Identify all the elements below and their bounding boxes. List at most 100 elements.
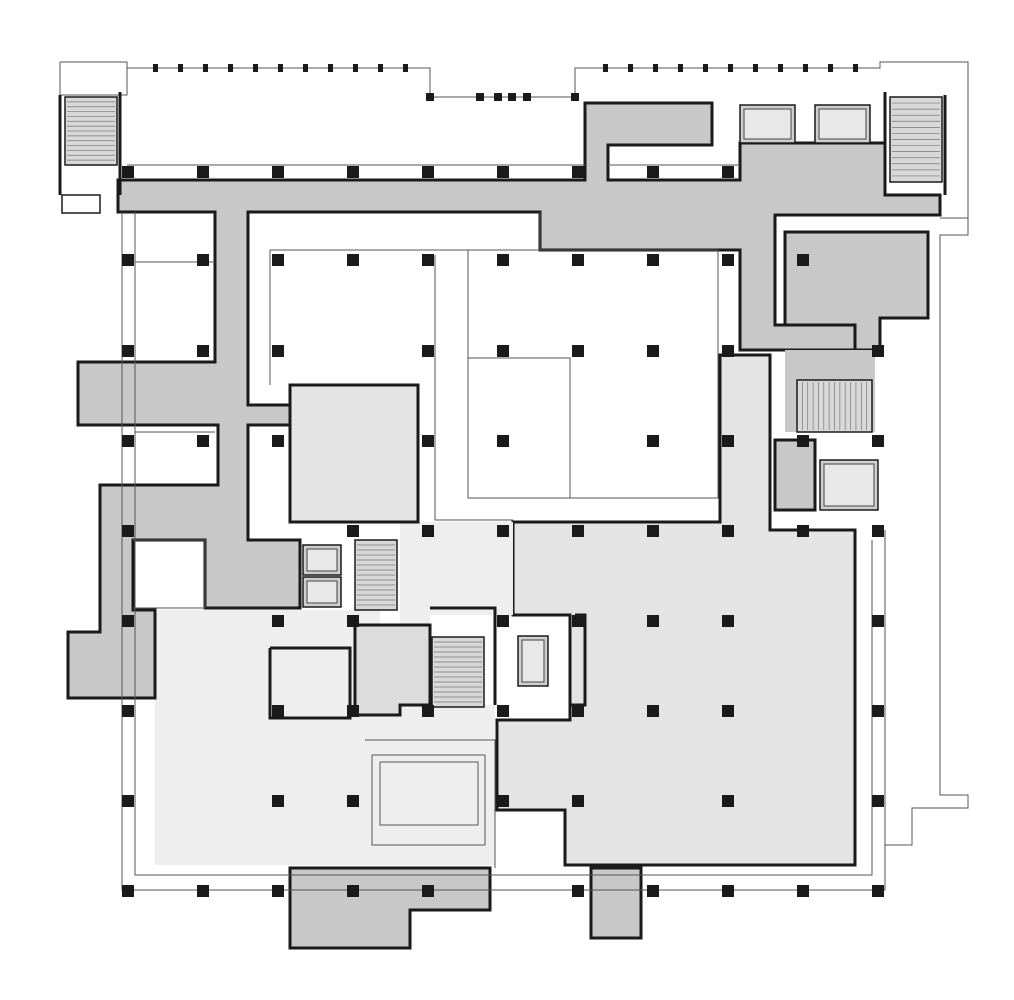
- column: [197, 254, 209, 266]
- column: [571, 93, 579, 101]
- void-opening: [379, 761, 479, 826]
- column: [422, 525, 434, 537]
- column: [197, 345, 209, 357]
- facade-mullion: [378, 64, 383, 72]
- column: [722, 254, 734, 266]
- atrium-outline: [467, 249, 719, 499]
- column: [647, 885, 659, 897]
- column: [122, 615, 134, 627]
- column: [497, 615, 509, 627]
- column: [272, 345, 284, 357]
- column: [426, 93, 434, 101]
- room-south-core: [268, 646, 352, 720]
- column: [572, 254, 584, 266]
- elevator-lobby-east: [773, 438, 817, 512]
- column: [797, 435, 809, 447]
- column: [872, 795, 884, 807]
- column: [797, 525, 809, 537]
- column: [272, 885, 284, 897]
- column: [497, 254, 509, 266]
- void-surround: [365, 739, 496, 868]
- east-facade-line: [885, 217, 969, 846]
- perimeter-gallery: [121, 212, 886, 891]
- column: [797, 254, 809, 266]
- column: [272, 795, 284, 807]
- column: [872, 615, 884, 627]
- elevator-ne-2-car: [818, 108, 867, 140]
- column: [872, 885, 884, 897]
- column: [647, 615, 659, 627]
- core-wall: [430, 606, 497, 705]
- elevator-ne-1-car: [743, 108, 792, 140]
- column: [422, 435, 434, 447]
- column: [523, 93, 531, 101]
- column: [872, 525, 884, 537]
- column: [422, 254, 434, 266]
- column: [197, 166, 209, 178]
- facade-mullion: [728, 64, 733, 72]
- column: [422, 885, 434, 897]
- west-room-box: [133, 539, 206, 609]
- column: [722, 615, 734, 627]
- thin-outline-lines: [59, 61, 969, 891]
- column: [508, 93, 516, 101]
- column: [722, 525, 734, 537]
- facade-mullion: [828, 64, 833, 72]
- inner-room-north: [270, 212, 541, 251]
- service-shaft-nw: [61, 194, 101, 214]
- column: [722, 166, 734, 178]
- facade-mullion: [703, 64, 708, 72]
- floor-areas: [66, 101, 942, 950]
- column: [497, 525, 509, 537]
- core-corridor: [353, 623, 432, 717]
- column: [422, 345, 434, 357]
- column: [122, 254, 134, 266]
- stair-and-elevator-cores: [61, 96, 943, 708]
- column: [422, 166, 434, 178]
- column: [497, 795, 509, 807]
- facade-mullion: [178, 64, 183, 72]
- facade-mullion: [153, 64, 158, 72]
- column: [272, 705, 284, 717]
- facade-mullion: [353, 64, 358, 72]
- facade-mullion: [778, 64, 783, 72]
- column: [122, 795, 134, 807]
- column: [572, 885, 584, 897]
- column: [497, 345, 509, 357]
- facade-mullion: [403, 64, 408, 72]
- column: [272, 435, 284, 447]
- column: [722, 435, 734, 447]
- column: [722, 705, 734, 717]
- atrium-gallery: [434, 255, 513, 521]
- facade-mullion: [278, 64, 283, 72]
- facade-mullion: [253, 64, 258, 72]
- column: [647, 254, 659, 266]
- column: [497, 435, 509, 447]
- column: [347, 254, 359, 266]
- column: [572, 345, 584, 357]
- column: [122, 166, 134, 178]
- room-west-center: [288, 383, 420, 524]
- column: [647, 345, 659, 357]
- column: [272, 615, 284, 627]
- void-frame: [371, 754, 486, 846]
- facade-mullion: [753, 64, 758, 72]
- column: [722, 885, 734, 897]
- column: [572, 166, 584, 178]
- elevator-core-1-car: [306, 548, 338, 572]
- column: [197, 885, 209, 897]
- column: [572, 525, 584, 537]
- column: [494, 93, 502, 101]
- column: [647, 705, 659, 717]
- column: [272, 166, 284, 178]
- column: [122, 435, 134, 447]
- column: [122, 705, 134, 717]
- column: [347, 525, 359, 537]
- column: [497, 705, 509, 717]
- elevator-east-car: [823, 463, 875, 507]
- column: [347, 885, 359, 897]
- column: [872, 435, 884, 447]
- main-corridor: [66, 101, 942, 700]
- facade-mullion: [328, 64, 333, 72]
